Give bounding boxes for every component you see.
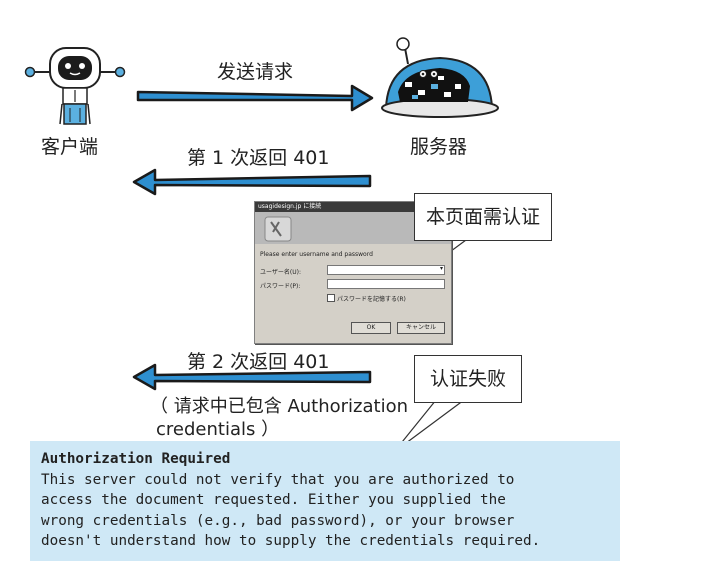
auth-failed-callout: 认证失败 (414, 355, 522, 403)
password-label: パスワード(P): (260, 283, 301, 290)
error-title: Authorization Required (41, 451, 231, 467)
cancel-button[interactable]: キャンセル (397, 322, 445, 334)
second-401-note-line2: credentials ） (156, 419, 280, 440)
second-401-arrow (132, 363, 372, 391)
error-line: access the document requested. Either yo… (41, 492, 506, 508)
client-label: 客户端 (41, 136, 99, 158)
remember-checkbox[interactable] (327, 294, 335, 302)
error-line: doesn't understand how to supply the cre… (41, 533, 541, 549)
page-needs-auth-callout: 本页面需认证 (414, 193, 552, 241)
dialog-prompt: Please enter username and password (260, 251, 373, 258)
client-robot-icon (24, 47, 126, 125)
remember-label: パスワードを記憶する(R) (337, 296, 406, 303)
ok-button[interactable]: OK (351, 322, 391, 334)
authorization-error-box: Authorization Required This server could… (30, 441, 620, 561)
username-label: ユーザー名(U): (260, 269, 301, 276)
password-input[interactable] (327, 279, 445, 289)
send-request-arrow (136, 84, 374, 112)
username-input[interactable]: ▾ (327, 265, 445, 275)
error-line: This server could not verify that you ar… (41, 471, 515, 488)
error-line: wrong credentials (e.g., bad password), … (41, 512, 515, 529)
second-401-label: 第 2 次返回 401 (187, 351, 330, 373)
second-401-note-line1: （ 请求中已包含 Authorization (150, 396, 409, 417)
send-request-label: 发送请求 (217, 61, 294, 83)
chevron-down-icon[interactable]: ▾ (439, 265, 443, 272)
dialog-titlebar: usagidesign.jp に接続 (255, 202, 451, 212)
server-robot-icon (381, 37, 499, 118)
dialog-logo-icon (264, 216, 292, 242)
first-401-label: 第 1 次返回 401 (187, 147, 330, 169)
first-401-arrow (132, 168, 372, 196)
server-label: 服务器 (410, 136, 468, 158)
